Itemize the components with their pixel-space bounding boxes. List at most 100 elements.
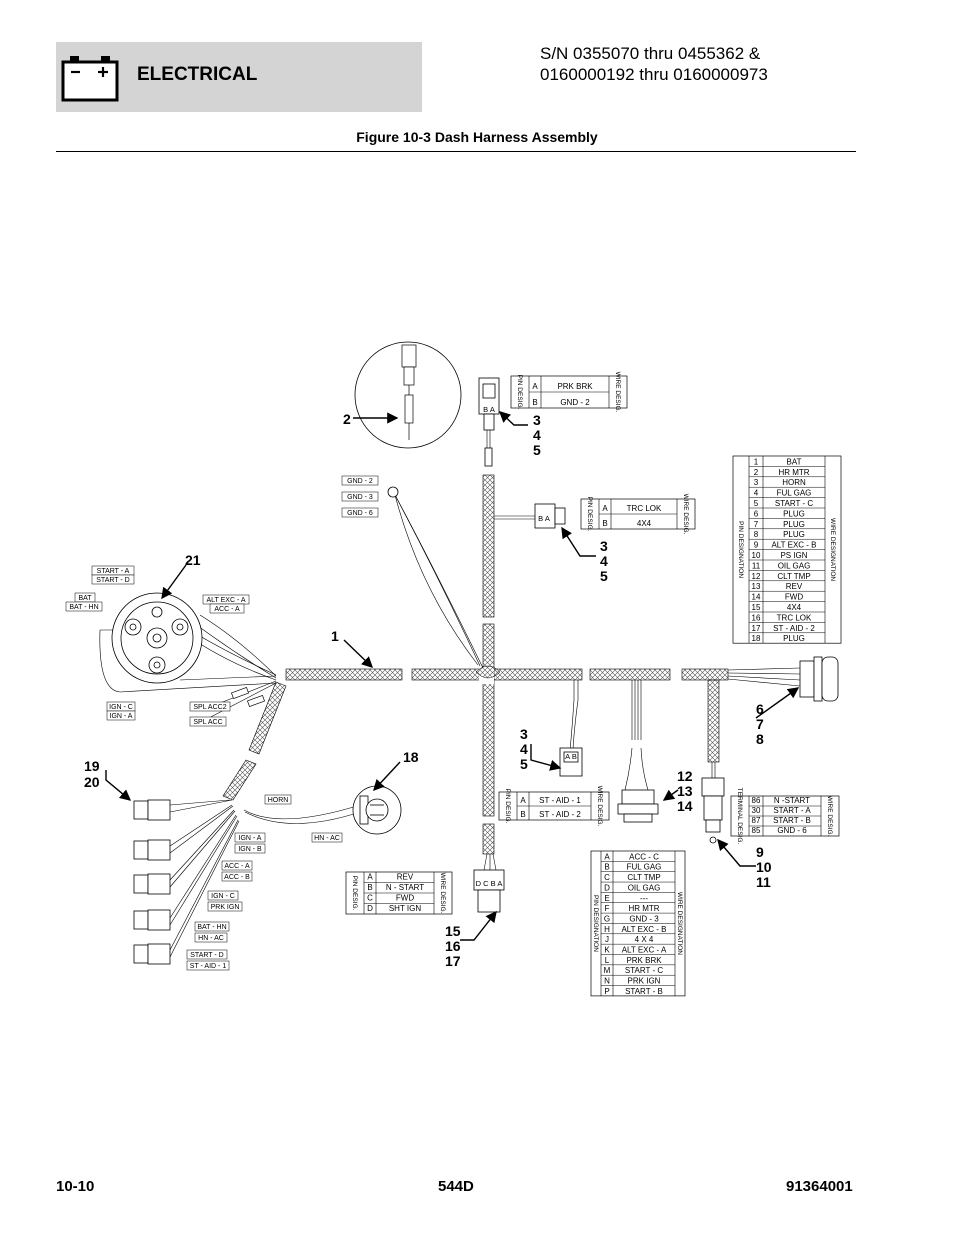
callout-16: 16 bbox=[445, 938, 461, 954]
wire-label-hn-ac: HN - AC bbox=[311, 832, 343, 843]
wire-id: PLUG bbox=[783, 530, 805, 539]
wire-id: START - B bbox=[625, 987, 663, 996]
pin-id: J bbox=[605, 935, 609, 944]
pin-id: A bbox=[367, 873, 373, 882]
wire-id: OIL GAG bbox=[628, 883, 661, 892]
pin-id: B bbox=[367, 883, 372, 892]
wire-id: ALT EXC - B bbox=[621, 925, 666, 934]
header-left: PIN DESIG. bbox=[351, 876, 358, 911]
callout-7: 7 bbox=[756, 716, 764, 732]
wire-label-text: ACC - A bbox=[214, 606, 240, 613]
wire-label-text: BAT - HN bbox=[69, 604, 98, 611]
wire-label-text: ST - AID - 1 bbox=[190, 963, 227, 970]
horn-switch bbox=[352, 785, 402, 835]
wire-id: FWD bbox=[396, 894, 414, 903]
callout-17: 17 bbox=[445, 953, 461, 969]
wire-label-text: BAT - HN bbox=[197, 924, 226, 931]
pin-id: 4 bbox=[754, 489, 759, 498]
pin-id: D bbox=[367, 904, 373, 913]
pin-id: 10 bbox=[752, 551, 761, 560]
wire-id: FUL GAG bbox=[777, 489, 812, 498]
wire-id: START - A bbox=[773, 806, 811, 815]
pin-id: 14 bbox=[752, 593, 761, 602]
header-right: WIRE DESIGNATION bbox=[676, 892, 683, 955]
pin-id: C bbox=[604, 873, 610, 882]
wire-label-text: IGN - B bbox=[238, 846, 262, 853]
pin-id: A bbox=[532, 382, 538, 391]
pin-id: D bbox=[604, 883, 610, 892]
wire-label-text: IGN - C bbox=[211, 893, 235, 900]
pin-id: E bbox=[604, 894, 609, 903]
detail-circle bbox=[354, 341, 462, 449]
wire-label-ign-a: IGN - A bbox=[106, 710, 136, 721]
wire-label-text: ACC - A bbox=[224, 863, 250, 870]
callout-19: 19 bbox=[84, 758, 100, 774]
wire-id: REV bbox=[786, 582, 803, 591]
pin-id: 5 bbox=[754, 499, 759, 508]
wire-id: TRC LOK bbox=[777, 613, 812, 622]
pin-id: 87 bbox=[752, 816, 761, 825]
wire-id: TRC LOK bbox=[627, 504, 662, 513]
pin-id: 18 bbox=[752, 634, 761, 643]
pin-id: A bbox=[602, 504, 608, 513]
callout-3c: 3 bbox=[520, 726, 528, 742]
document-number: 91364001 bbox=[786, 1178, 853, 1195]
wire-id: ST - AID - 1 bbox=[539, 796, 581, 805]
pin-id: 13 bbox=[752, 582, 761, 591]
wire-label-g-bat-hn: BAT - HN bbox=[194, 921, 230, 932]
callout-11: 11 bbox=[756, 874, 771, 890]
wire-label-g-start-d: START - D bbox=[186, 949, 228, 960]
callout-3a: 3 bbox=[533, 412, 541, 428]
wire-label-text: IGN - A bbox=[239, 835, 262, 842]
wire-label-text: START - D bbox=[96, 577, 129, 584]
model-number: 544D bbox=[438, 1178, 474, 1195]
figure-title: Figure 10-3 Dash Harness Assembly bbox=[356, 129, 598, 145]
wire-id: ST - AID - 2 bbox=[773, 624, 815, 633]
wire-id: HORN bbox=[782, 478, 806, 487]
callout-4c: 4 bbox=[520, 741, 528, 757]
page-number: 10-10 bbox=[56, 1178, 95, 1195]
pin-id: 15 bbox=[752, 603, 761, 612]
pin-id: C bbox=[367, 894, 373, 903]
pin-id: 9 bbox=[754, 541, 759, 550]
prk-connector-pins: B A bbox=[483, 405, 495, 414]
pin-id: 30 bbox=[752, 806, 761, 815]
wire-label-text: HN - AC bbox=[314, 835, 340, 842]
wire-id: PRK IGN bbox=[628, 977, 661, 986]
wire-label-text: BAT bbox=[78, 595, 92, 602]
pin-id: 12 bbox=[752, 572, 761, 581]
wire-label-ign-c: IGN - C bbox=[106, 701, 136, 712]
fwd-connector-pins: D C B A bbox=[476, 879, 503, 888]
pin-id: 85 bbox=[752, 826, 761, 835]
header-left: PIN DESIG. bbox=[516, 375, 523, 410]
wire-label-text: ACC - B bbox=[224, 874, 250, 881]
wire-label-g-acc-b: ACC - B bbox=[221, 871, 253, 882]
header-right: WIRE DESIG. bbox=[439, 873, 446, 914]
pin-id: B bbox=[602, 519, 607, 528]
wire-id: PLUG bbox=[783, 634, 805, 643]
callout-13: 13 bbox=[677, 783, 693, 799]
header-left: PIN DESIGNATION bbox=[592, 895, 599, 952]
wire-label-text: SPL ACC2 bbox=[193, 704, 226, 711]
wire-label-horn: HORN bbox=[264, 794, 292, 805]
wire-label-start-a: START - A bbox=[91, 565, 135, 576]
wire-id: 4X4 bbox=[637, 519, 652, 528]
wire-id: PLUG bbox=[783, 509, 805, 518]
ignition-switch bbox=[111, 592, 203, 684]
serial-line-2: 0160000192 thru 0160000973 bbox=[540, 65, 768, 84]
wire-id: N -START bbox=[774, 796, 810, 805]
wire-id: FWD bbox=[785, 593, 803, 602]
wire-id: PS IGN bbox=[780, 551, 807, 560]
pin-id: G bbox=[604, 914, 610, 923]
wire-label-text: ALT EXC - A bbox=[206, 597, 245, 604]
pin-id: H bbox=[604, 925, 610, 934]
header-left: PIN DESIGNATION bbox=[737, 521, 744, 578]
wire-label-g-hn-ac: HN - AC bbox=[194, 932, 228, 943]
wire-id: ALT EXC - A bbox=[622, 946, 667, 955]
pin-id: 8 bbox=[754, 530, 759, 539]
fwd-reverse-connector bbox=[473, 869, 505, 913]
